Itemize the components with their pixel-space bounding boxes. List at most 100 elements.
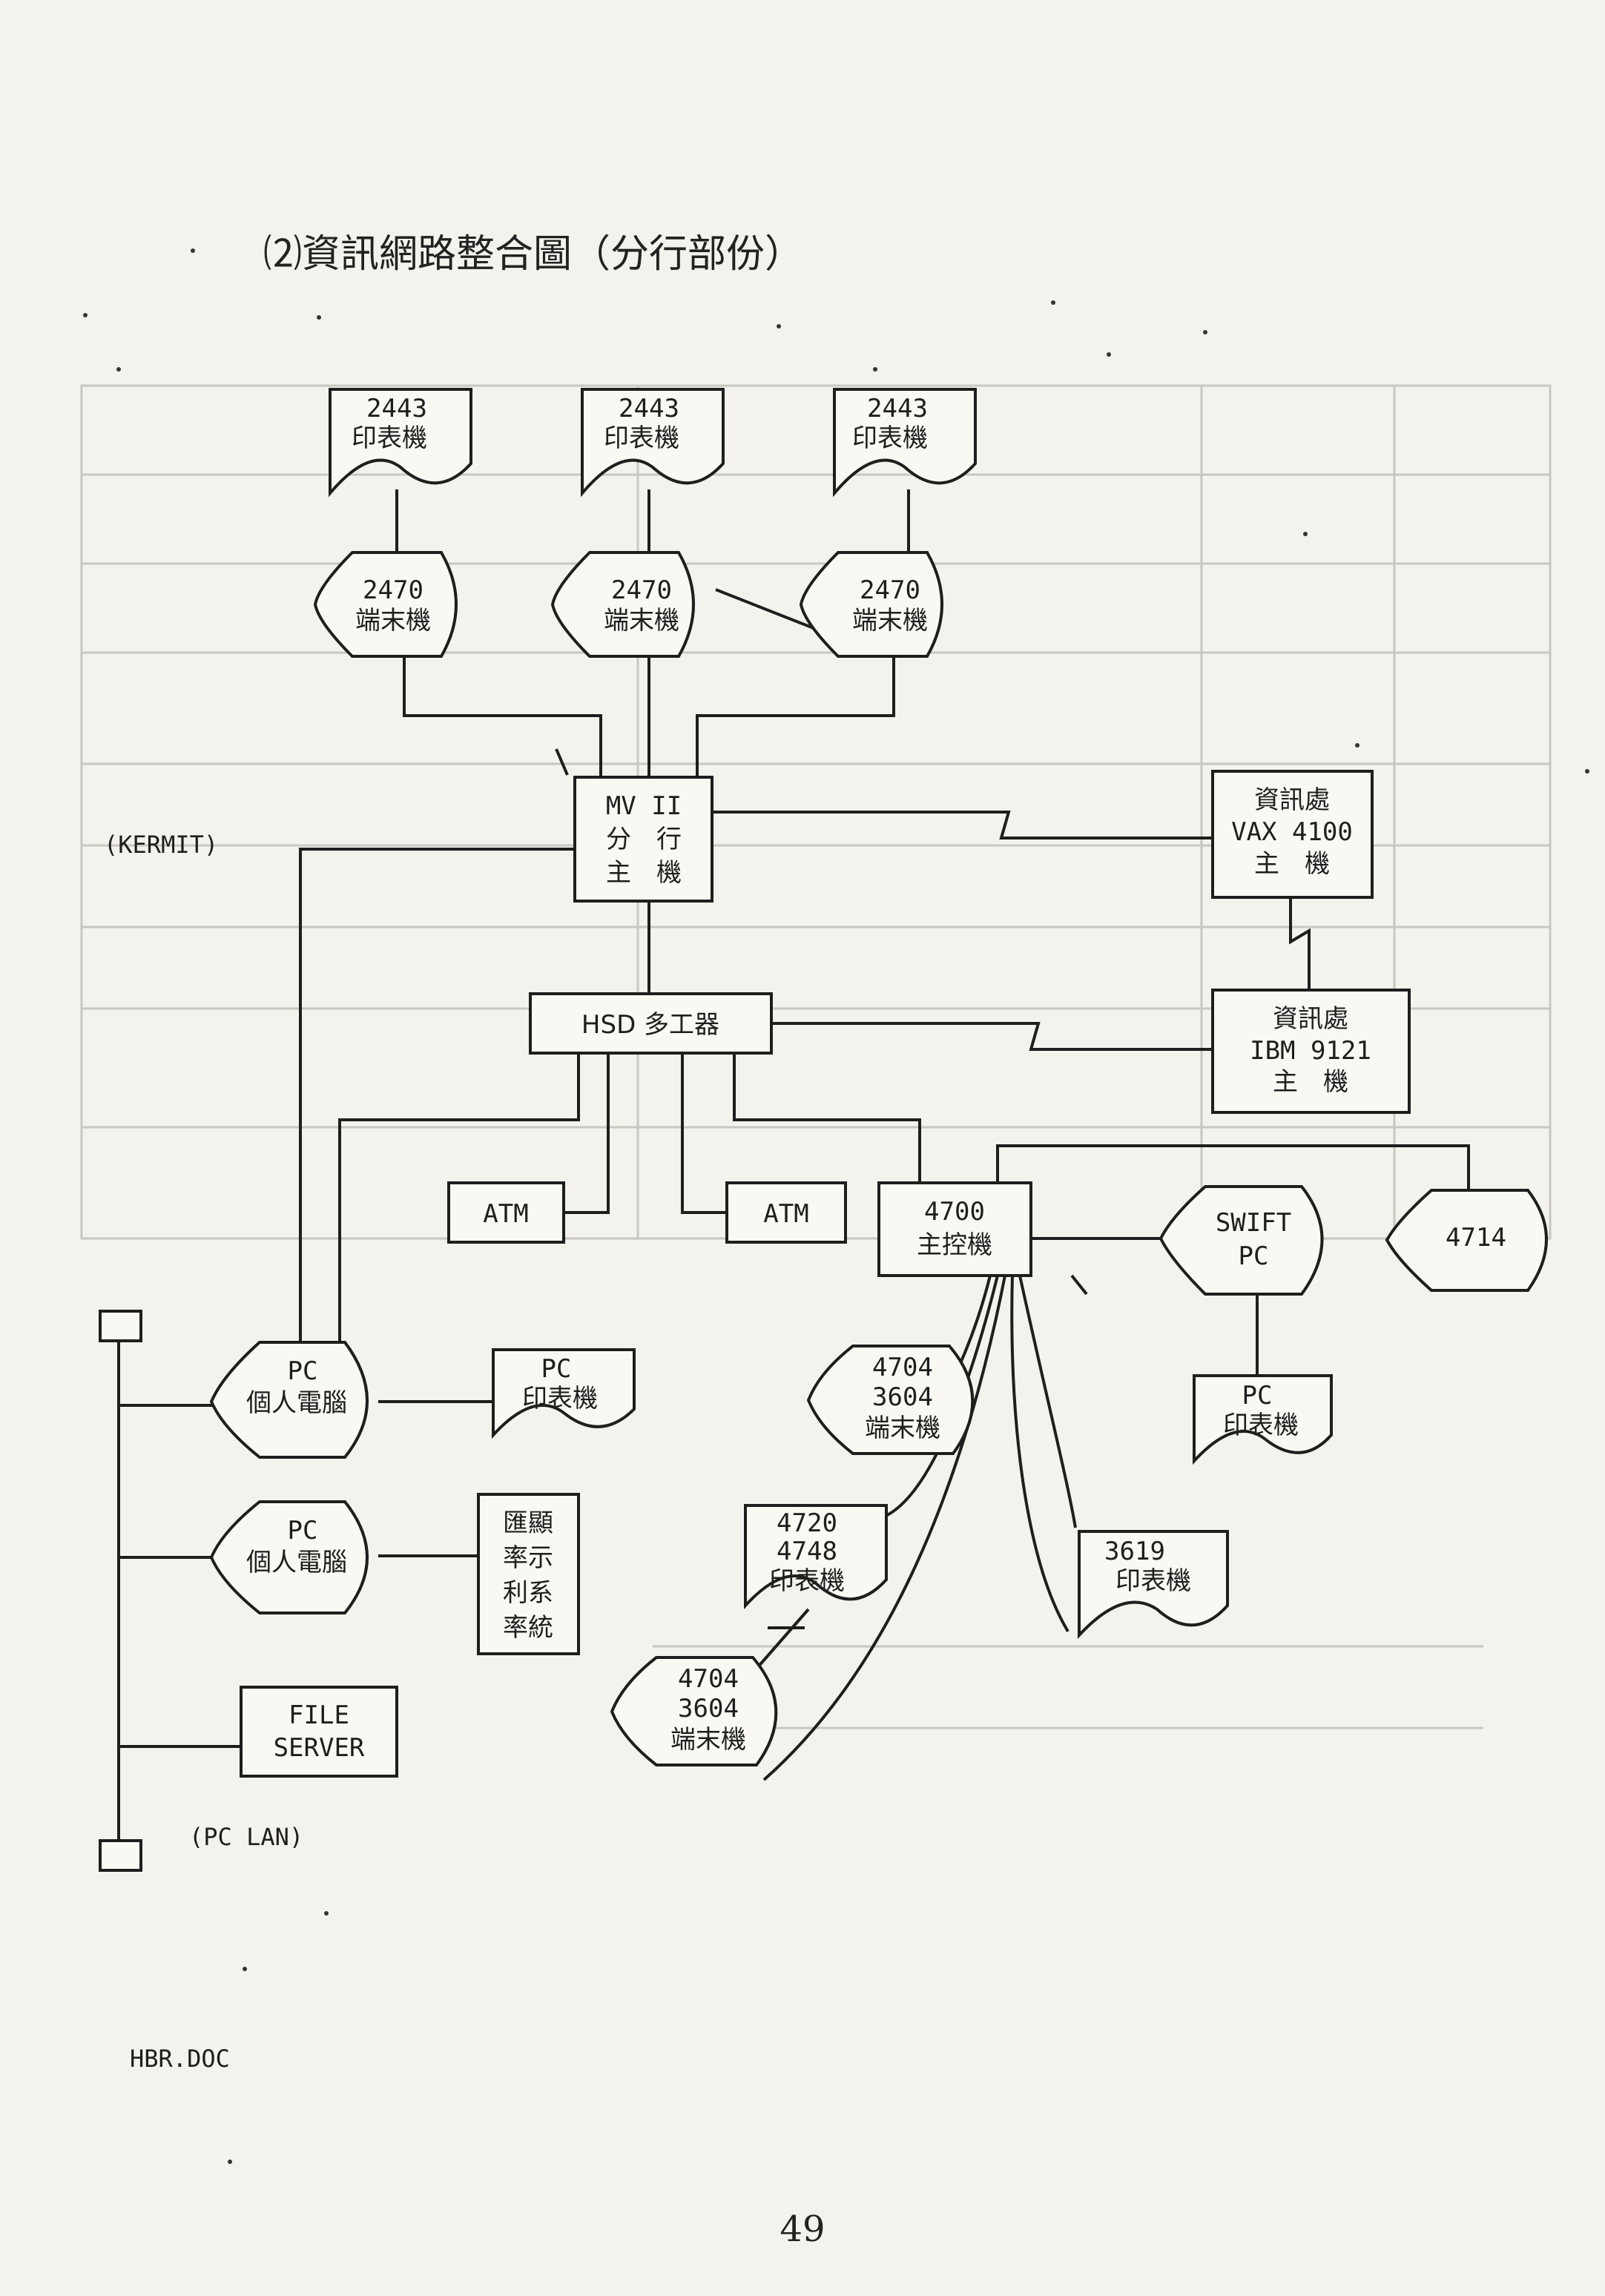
svg-text:資訊處: 資訊處: [1254, 785, 1330, 815]
svg-text:端末機: 端末機: [355, 606, 431, 636]
svg-text:印表機: 印表機: [352, 423, 427, 453]
svg-text:PC: PC: [288, 1516, 318, 1545]
svg-text:2443: 2443: [366, 394, 427, 423]
link-hsd-atm2: [681, 1053, 727, 1214]
lan-terminator-bottom: [99, 1839, 142, 1872]
svg-text:端末機: 端末機: [865, 1413, 940, 1443]
terminal-2470-b: 2470 端末機: [550, 551, 695, 658]
svg-text:端末機: 端末機: [604, 606, 679, 636]
svg-text:匯顯: 匯顯: [503, 1508, 553, 1538]
svg-text:印表機: 印表機: [522, 1384, 598, 1413]
printer-3619: 3619 印表機: [1078, 1530, 1229, 1640]
svg-text:端末機: 端末機: [852, 606, 928, 636]
svg-text:IBM 9121: IBM 9121: [1250, 1036, 1371, 1066]
scan-speckles: [83, 248, 1589, 2164]
vax-4100-host: 資訊處 VAX 4100 主 機: [1211, 770, 1374, 899]
controller-4700: 4700 主控機: [877, 1181, 1032, 1277]
svg-text:主 機: 主 機: [1254, 849, 1330, 879]
svg-text:2470: 2470: [363, 575, 424, 605]
link-mv-pc1-kermit: [299, 848, 575, 1361]
terminal-2470-c: 2470 端末機: [799, 551, 943, 658]
svg-text:4748: 4748: [777, 1537, 837, 1566]
swift-pc: SWIFT PC: [1159, 1185, 1324, 1296]
lan-terminator-top: [99, 1310, 142, 1342]
svg-text:3619: 3619: [1104, 1537, 1165, 1566]
svg-text:印表機: 印表機: [1115, 1566, 1191, 1596]
svg-text:SWIFT: SWIFT: [1216, 1208, 1291, 1238]
svg-text:利系: 利系: [503, 1578, 553, 1608]
file-server: FILE SERVER: [240, 1686, 398, 1778]
svg-text:4704: 4704: [678, 1664, 739, 1694]
terminal-4704-b: 4704 3604 端末機: [610, 1656, 778, 1766]
svg-text:SERVER: SERVER: [274, 1733, 365, 1763]
svg-text:PC: PC: [288, 1356, 318, 1386]
link-hsd-4700: [733, 1053, 921, 1183]
svg-text:PC: PC: [1239, 1241, 1269, 1271]
link-vax-ibm: [1289, 897, 1311, 990]
svg-text:端末機: 端末機: [670, 1725, 746, 1755]
fx-rate-display-system: 匯顯 率示 利系 率統: [477, 1493, 580, 1655]
atm-2: ATM: [725, 1181, 847, 1244]
svg-text:4720: 4720: [777, 1508, 837, 1538]
link-4720-4704b: [755, 1608, 810, 1670]
mv-branch-host: MV II 分 行 主 機: [573, 776, 713, 903]
hsd-multiplexer: HSD 多工器: [529, 992, 773, 1055]
pc-2: PC 個人電腦: [209, 1500, 369, 1614]
svg-text:分 行: 分 行: [606, 825, 682, 854]
pc-printer-2: PC 印表機: [1193, 1374, 1333, 1465]
svg-text:3604: 3604: [872, 1382, 933, 1412]
kermit-label: (KERMIT): [104, 831, 218, 859]
pc-1: PC 個人電腦: [209, 1341, 369, 1459]
svg-text:PC: PC: [1242, 1381, 1273, 1411]
svg-text:2470: 2470: [860, 575, 920, 605]
svg-text:PC: PC: [541, 1354, 572, 1384]
footer-filename: HBR.DOC: [130, 2045, 230, 2073]
stray-mark: [1070, 1274, 1088, 1296]
svg-text:ATM: ATM: [483, 1199, 528, 1229]
svg-text:資訊處: 資訊處: [1273, 1004, 1348, 1034]
pc-printer-1: PC 印表機: [492, 1348, 636, 1439]
svg-text:主 機: 主 機: [1273, 1067, 1348, 1097]
svg-text:ATM: ATM: [763, 1199, 808, 1229]
link-hsd-pc1: [338, 1053, 580, 1361]
atm-1: ATM: [447, 1181, 565, 1244]
svg-text:FILE: FILE: [289, 1700, 349, 1730]
svg-text:4714: 4714: [1446, 1223, 1506, 1253]
svg-text:4704: 4704: [872, 1353, 933, 1382]
svg-text:個人電腦: 個人電腦: [246, 1548, 347, 1577]
diagram-title: ⑵資訊網路整合圖（分行部份）: [263, 232, 803, 277]
show-through-background: [80, 384, 1552, 1729]
svg-text:2443: 2443: [867, 394, 928, 423]
link-2470c-mv: [696, 656, 895, 777]
svg-text:VAX 4100: VAX 4100: [1231, 817, 1353, 847]
printer-2443-b: 2443 印表機: [581, 388, 725, 498]
terminal-2470-a: 2470 端末機: [313, 551, 458, 658]
stray-mark: [555, 748, 569, 776]
svg-text:印表機: 印表機: [1223, 1411, 1299, 1440]
pc-lan-label: (PC LAN): [189, 1823, 303, 1851]
printer-2443-c: 2443 印表機: [833, 388, 977, 498]
svg-text:印表機: 印表機: [852, 423, 928, 453]
svg-text:HSD 多工器: HSD 多工器: [581, 1010, 719, 1040]
connection-lines: [117, 489, 1470, 1847]
svg-text:MV II: MV II: [606, 791, 682, 821]
link-4700-4714: [996, 1144, 1470, 1190]
svg-text:2443: 2443: [619, 394, 679, 423]
svg-text:個人電腦: 個人電腦: [246, 1388, 347, 1418]
svg-text:率統: 率統: [503, 1613, 553, 1643]
link-4700-3619-b: [1018, 1275, 1077, 1528]
link-hsd-atm1: [564, 1053, 610, 1214]
link-4700-4704b: [762, 1275, 1006, 1781]
link-4700-3619-a: [1010, 1275, 1070, 1633]
link-2470a-mv: [403, 656, 602, 777]
svg-text:主控機: 主控機: [917, 1230, 992, 1260]
svg-text:4700: 4700: [924, 1197, 985, 1227]
svg-text:主 機: 主 機: [606, 858, 682, 888]
link-mv-vax: [712, 811, 1213, 839]
svg-text:印表機: 印表機: [769, 1566, 845, 1596]
ibm-9121-host: 資訊處 IBM 9121 主 機: [1211, 989, 1411, 1114]
svg-text:率示: 率示: [503, 1543, 553, 1573]
printer-2443-a: 2443 印表機: [329, 388, 472, 498]
